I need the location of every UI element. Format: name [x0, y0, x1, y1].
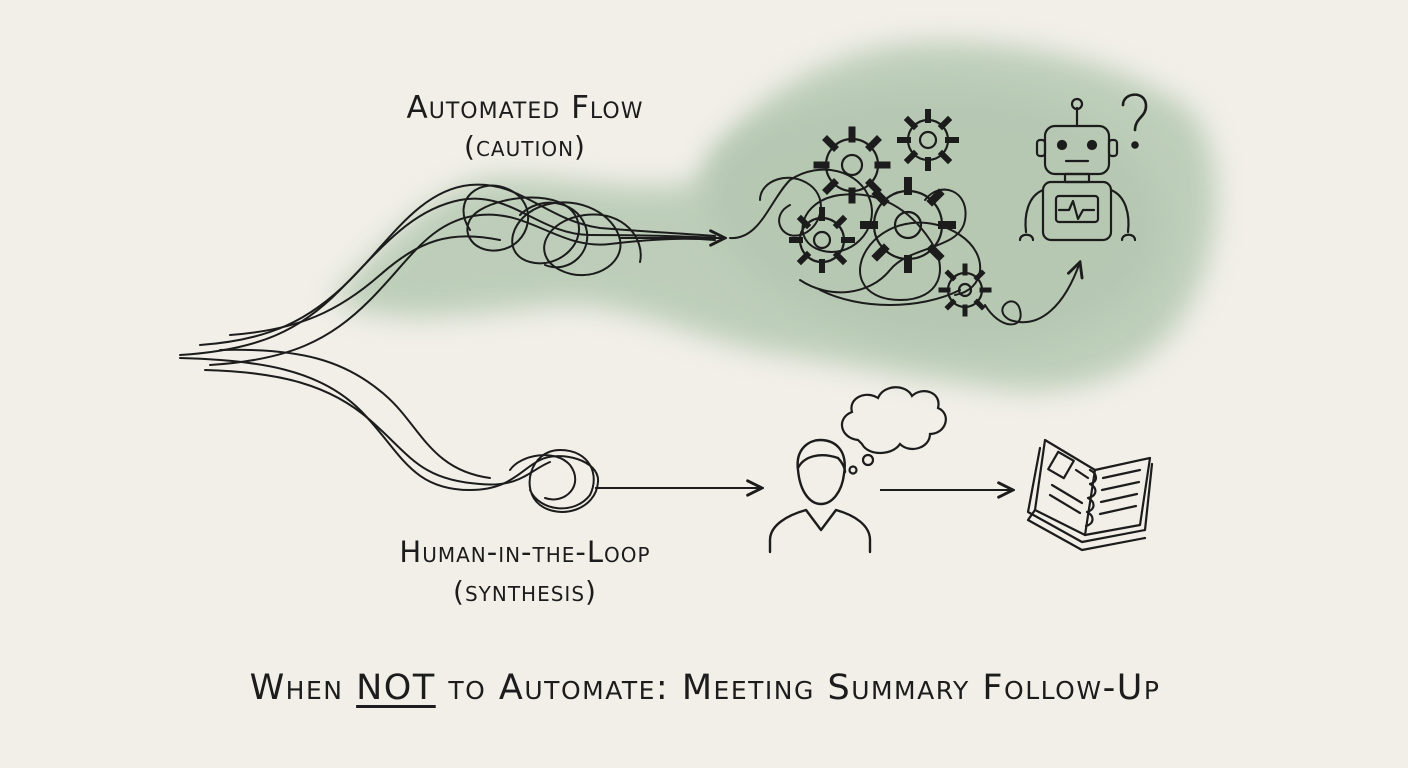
automated-flow-label: Automated Flow — [406, 90, 644, 126]
title-prefix: When — [249, 668, 357, 708]
page-title: When NOT to Automate: Meeting Summary Fo… — [150, 668, 1260, 708]
automated-flow-sublabel: (caution) — [464, 130, 586, 163]
notebook-icon — [1026, 438, 1154, 552]
thought-bubble-icon — [841, 386, 947, 475]
human-in-the-loop-sublabel: (synthesis) — [453, 575, 597, 608]
title-suffix: to Automate: Meeting Summary Follow-Up — [435, 668, 1161, 708]
person-icon — [768, 438, 872, 554]
human-in-the-loop-label: Human-in-the-Loop — [399, 535, 651, 569]
robot-icon — [1018, 97, 1137, 242]
title-emphasis: NOT — [356, 668, 436, 708]
human-flow-strands — [179, 348, 600, 513]
green-wash — [330, 42, 1216, 390]
robot-arrow-icon — [984, 262, 1080, 326]
automated-flow-strands — [179, 183, 721, 366]
question-mark-icon — [1121, 93, 1148, 149]
gear-icon — [789, 109, 992, 317]
